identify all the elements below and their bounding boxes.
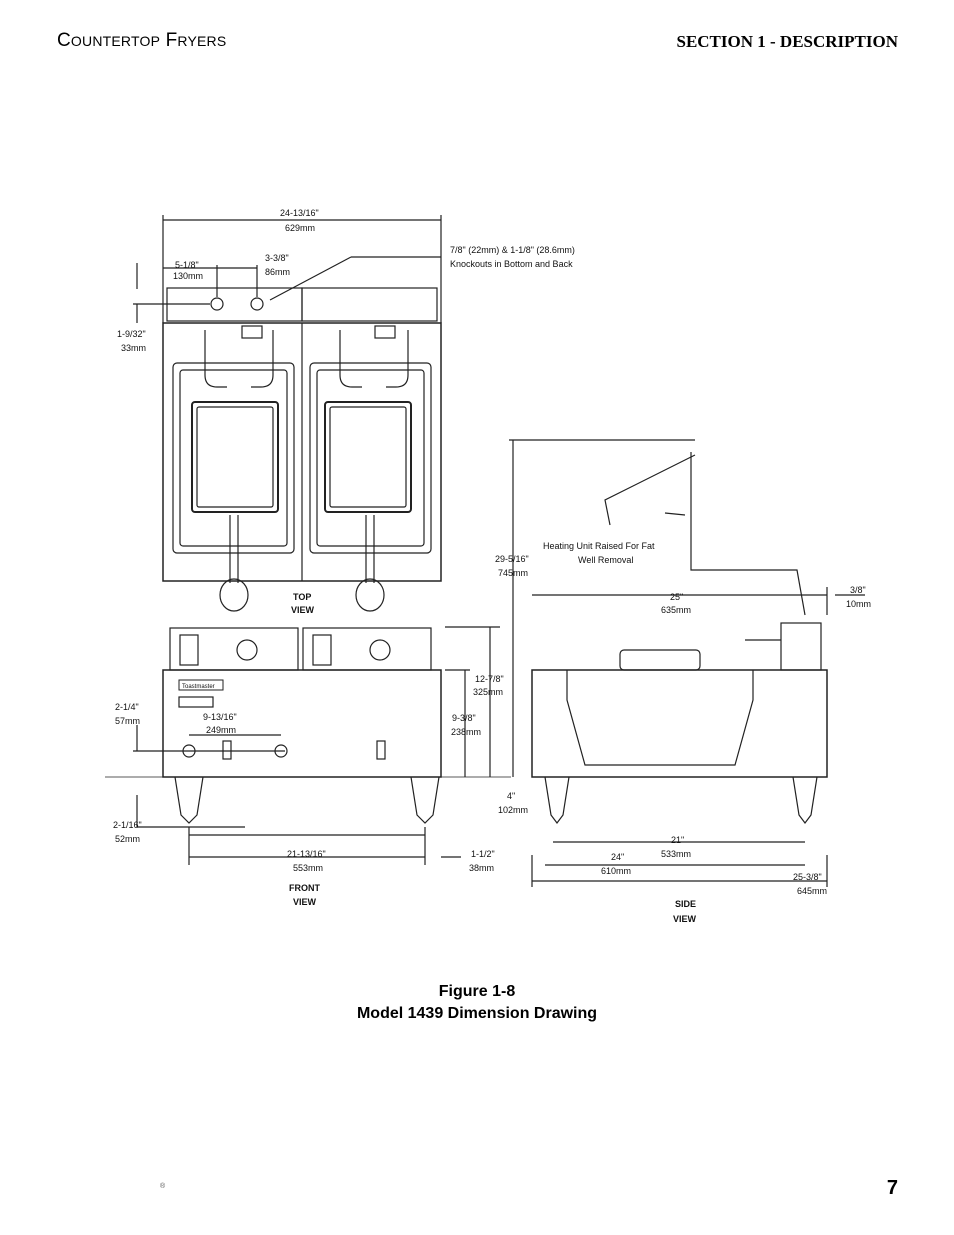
section-title: SECTION 1 - DESCRIPTION (676, 32, 898, 51)
dim-overall-width: 24-13/16" (280, 208, 319, 218)
top-view-label-2: VIEW (291, 605, 315, 615)
header-title-c: C (57, 30, 71, 51)
dim-side-offset: 1-9/32" (117, 329, 146, 339)
dim-knock2-mm: 86mm (265, 267, 290, 277)
dim-height-938-mm: 238mm (451, 727, 481, 737)
dim-height-1278-mm: 325mm (473, 687, 503, 697)
brand-plate: Toastmaster (182, 684, 215, 690)
dim-knock1: 5-1/8" (175, 260, 199, 270)
figure-number: Figure 1-8 (438, 983, 516, 1000)
dim-front-214: 2-1/4" (115, 702, 139, 712)
dim-overall-width-mm: 629mm (285, 223, 315, 233)
dim-front-214-mm: 57mm (115, 716, 140, 726)
knockout-note-line1: 7/8" (22mm) & 1-1/8" (28.6mm) (450, 245, 575, 255)
heating-note-line1: Heating Unit Raised For Fat (543, 541, 655, 551)
side-view-label-1: SIDE (675, 899, 696, 909)
page-number: 7 (886, 1177, 898, 1199)
dimension-drawing-svg: 24-13/16" 629mm 5-1/8" 130mm 3-3/8" 86mm… (105, 208, 871, 924)
dim-leg-4: 4" (507, 791, 515, 801)
dim-front-91316: 9-13/16" (203, 712, 237, 722)
dim-front-legs: 21-13/16" (287, 849, 326, 859)
front-view-label-1: FRONT (289, 883, 320, 893)
dim-front-legs-mm: 553mm (293, 863, 323, 873)
dim-front-112-mm: 38mm (469, 863, 494, 873)
dim-leg-2116: 2-1/16" (113, 820, 142, 830)
dim-front-112: 1-1/2" (471, 849, 495, 859)
heating-note-line2: Well Removal (578, 555, 633, 565)
dim-side-2538-mm: 645mm (797, 886, 827, 896)
dim-front-91316-mm: 249mm (206, 725, 236, 735)
header-title-f: F (165, 30, 178, 51)
header-title-ryers: RYERS (177, 33, 227, 49)
dim-depth-25: 25" (670, 592, 683, 602)
dimension-drawing: 24-13/16" 629mm 5-1/8" 130mm 3-3/8" 86mm… (105, 195, 905, 940)
figure-title: Model 1439 Dimension Drawing (356, 1005, 598, 1022)
dim-leg-4-mm: 102mm (498, 805, 528, 815)
dim-knock2: 3-3/8" (265, 253, 289, 263)
dim-height-1278: 12-7/8" (475, 674, 504, 684)
header-title: COUNTERTOP FRYERS (57, 30, 226, 52)
front-view-label-2: VIEW (293, 897, 317, 907)
dim-depth-25-mm: 635mm (661, 605, 691, 615)
side-view-label-2: VIEW (673, 914, 697, 924)
top-view-label-1: TOP (293, 592, 311, 602)
dim-side-2538: 25-3/8" (793, 872, 822, 882)
knockout-note-line2: Knockouts in Bottom and Back (450, 259, 573, 269)
dim-side-offset-mm: 33mm (121, 343, 146, 353)
dim-gap-38-mm: 10mm (846, 599, 871, 609)
dim-height-raised-mm: 745mm (498, 568, 528, 578)
dim-side-24: 24" (611, 852, 624, 862)
dim-side-24-mm: 610mm (601, 866, 631, 876)
dim-height-raised: 29-5/16" (495, 554, 529, 564)
registered-mark: ® (160, 1183, 166, 1190)
dim-side-21-mm: 533mm (661, 849, 691, 859)
dim-side-21: 21" (671, 835, 684, 845)
dim-knock1-mm: 130mm (173, 271, 203, 281)
dim-gap-38: 3/8" (850, 585, 866, 595)
dim-leg-2116-mm: 52mm (115, 834, 140, 844)
dim-height-938: 9-3/8" (452, 713, 476, 723)
header-title-ountertop: OUNTERTOP (70, 33, 161, 49)
